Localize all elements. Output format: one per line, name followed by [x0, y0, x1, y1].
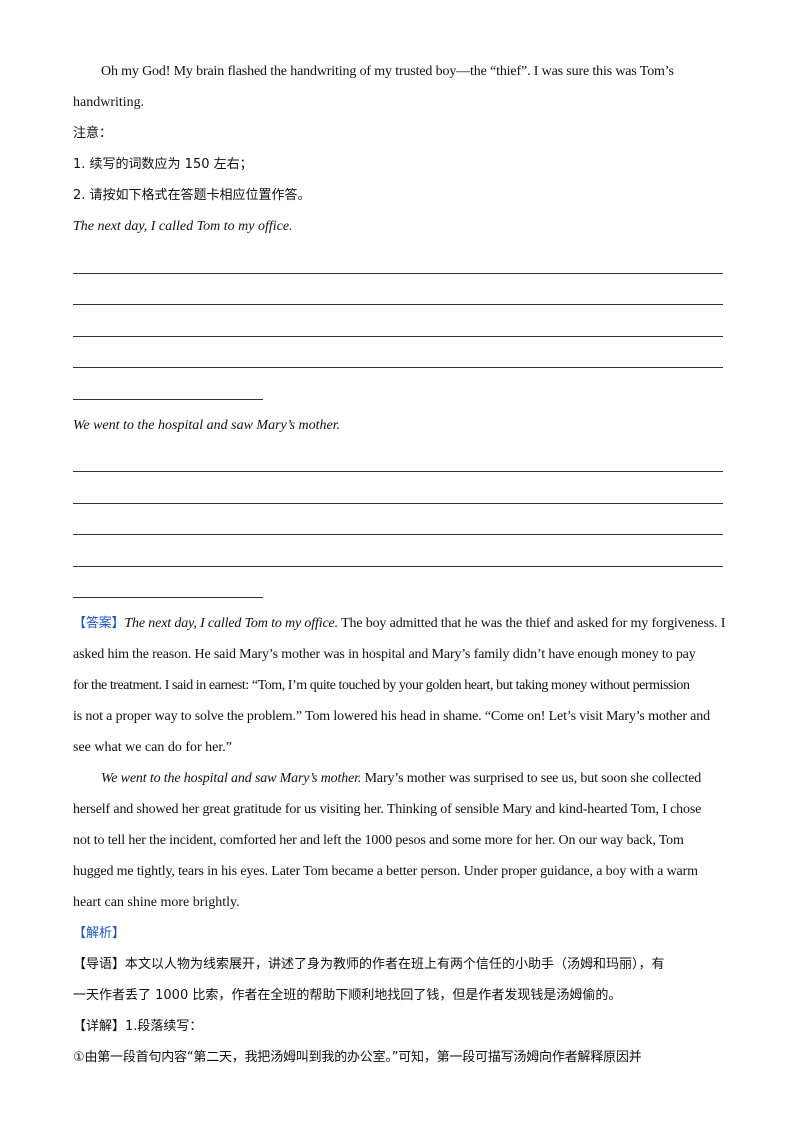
- answer-starter-1: The next day, I called Tom to my office.: [124, 616, 338, 631]
- answer-line: [73, 242, 723, 274]
- answer-tag: 【答案】: [73, 616, 125, 631]
- answer-p2-line-1: We went to the hospital and saw Mary’s m…: [73, 763, 729, 794]
- answer-line: [73, 274, 723, 305]
- guide-line-1: 【导语】本文以人物为线索展开，讲述了身为教师的作者在班上有两个信任的小助手（汤姆…: [73, 949, 729, 980]
- answer-line: [73, 535, 723, 567]
- starter-sentence-1: The next day, I called Tom to my office.: [73, 219, 293, 234]
- answer-starter-2: We went to the hospital and saw Mary’s m…: [101, 771, 362, 786]
- prompt-paragraph-line-1: Oh my God! My brain flashed the handwrit…: [101, 64, 674, 79]
- answer-text: Mary’s mother was surprised to see us, b…: [361, 771, 702, 786]
- detail-line-1: ①由第一段首句内容“第二天，我把汤姆叫到我的办公室。”可知，第一段可描写汤姆向作…: [73, 1050, 642, 1065]
- writing-area-1: [73, 242, 729, 400]
- guide-tag: 【导语】: [73, 957, 126, 972]
- answer-line-2: asked him the reason. He said Mary’s mot…: [73, 647, 696, 662]
- detail-heading: 【详解】1.段落续写：: [73, 1011, 729, 1042]
- answer-text: The boy admitted that he was the thief a…: [337, 616, 726, 631]
- writing-area-2: [73, 441, 729, 598]
- answer-line: [73, 567, 263, 598]
- answer-p2-line-2: herself and showed her great gratitude f…: [73, 802, 702, 817]
- answer-line-3: for the treatment. I said in earnest: “T…: [73, 678, 690, 693]
- starter-sentence-2: We went to the hospital and saw Mary’s m…: [73, 417, 341, 433]
- guide-text: 本文以人物为线索展开，讲述了身为教师的作者在班上有两个信任的小助手（汤姆和玛丽）…: [125, 957, 665, 972]
- prompt-paragraph-line-2: handwriting.: [73, 95, 145, 110]
- answer-line: [73, 337, 723, 368]
- document-page: Oh my God! My brain flashed the handwrit…: [73, 56, 729, 1073]
- answer-line: [73, 504, 723, 535]
- note-item-2: 2. 请按如下格式在答题卡相应位置作答。: [73, 188, 311, 203]
- note-item-1: 1. 续写的词数应为 150 左右；: [73, 157, 253, 172]
- note-label: 注意：: [73, 126, 113, 141]
- answer-line-1: 【答案】The next day, I called Tom to my off…: [73, 608, 729, 639]
- detail-tag: 【详解】: [73, 1019, 126, 1034]
- guide-line-2: 一天作者丢了 1000 比索，作者在全班的帮助下顺利地找回了钱，但是作者发现钱是…: [73, 988, 622, 1003]
- answer-p2-line-3: not to tell her the incident, comforted …: [73, 833, 684, 848]
- answer-line-4: is not a proper way to solve the problem…: [73, 709, 710, 724]
- answer-p2-line-4: hugged me tightly, tears in his eyes. La…: [73, 864, 698, 879]
- answer-line: [73, 441, 723, 472]
- answer-line: [73, 305, 723, 337]
- answer-line: [73, 368, 263, 400]
- answer-p2-line-5: heart can shine more brightly.: [73, 895, 240, 910]
- analysis-tag: 【解析】: [73, 926, 126, 941]
- answer-line: [73, 472, 723, 504]
- answer-line-5: see what we can do for her.”: [73, 740, 232, 755]
- detail-heading-text: 1.段落续写：: [125, 1019, 203, 1034]
